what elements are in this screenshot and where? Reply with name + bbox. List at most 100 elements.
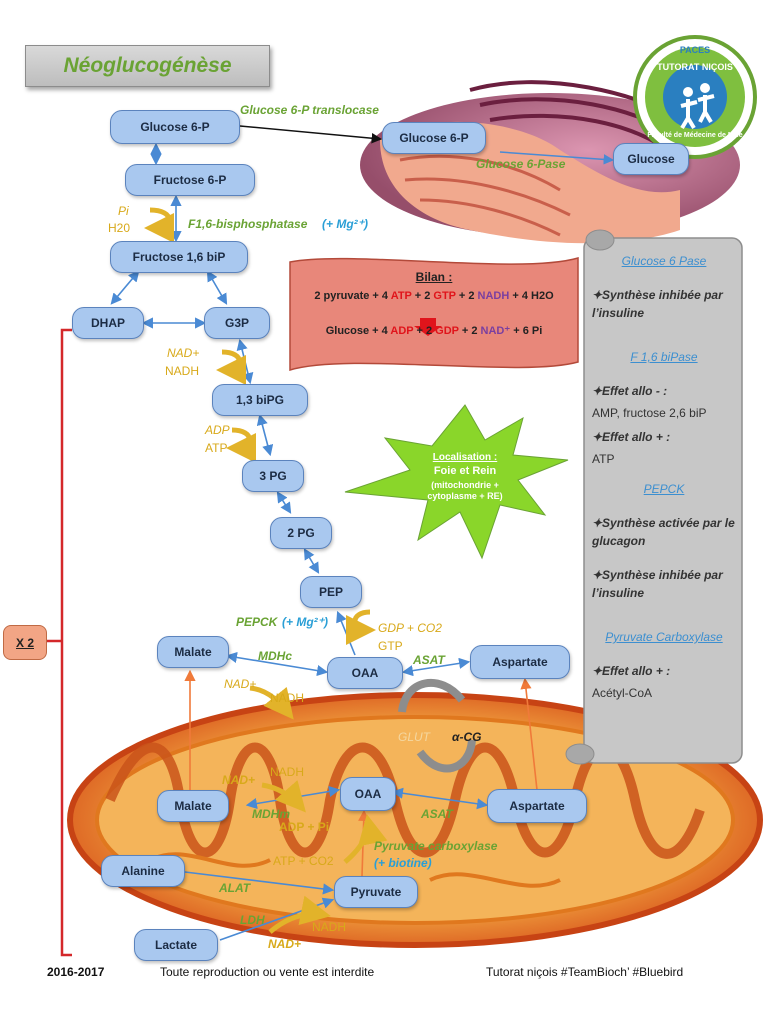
localisation-organs: Foie et Rein [433, 465, 497, 477]
label-glut: GLUT [398, 730, 431, 744]
regulation-effect: ✦Effet allo + : [592, 430, 671, 444]
x2-bracket [60, 328, 72, 957]
label-pyruvate-carboxylase: Pyruvate carboxylase [374, 839, 498, 853]
localisation-line2: (mitochondrie + [431, 480, 499, 490]
node-pyruvate: Pyruvate [334, 876, 418, 908]
label-atp-bpg: ATP [205, 441, 228, 455]
label-g6pase: Glucose 6-Pase [476, 157, 566, 171]
regulation-value: Acétyl-CoA [592, 686, 653, 700]
label-ldh: LDH [240, 913, 265, 927]
node-lactate: Lactate [134, 929, 218, 961]
node-dhap: DHAP [72, 307, 144, 339]
bilan-line2-term: + 2 [458, 325, 481, 337]
glut-antiporter [398, 679, 476, 773]
label-f16bpase-mg: (+ Mg²⁺) [322, 217, 368, 231]
label-h2o: H20 [108, 221, 131, 235]
label-pi: Pi [118, 204, 129, 218]
node-aspartate-cytosol: Aspartate [470, 645, 570, 679]
g6pase-arrow [499, 151, 615, 165]
regulation-effect: ✦Effet allo - : [592, 384, 668, 398]
label-gtp: GTP [378, 639, 403, 653]
localisation-title: Localisation : [432, 452, 498, 463]
footer-credit: Tutorat niçois #TeamBioch’ #Bluebird [486, 965, 684, 979]
localisation-star [344, 404, 569, 560]
bilan-line2-term: + 6 Pi [510, 325, 543, 337]
label-biotine: (+ biotine) [374, 856, 432, 870]
regulation-effect: ✦Synthèse inhibée par l’insuline [592, 568, 723, 600]
node-g3p: G3P [204, 307, 270, 339]
regulation-value: ATP [592, 452, 615, 466]
logo-name: TUTORAT NIÇOIS [657, 62, 733, 72]
bilan-line1-term: ATP [390, 290, 412, 302]
label-mdhc: MDHc [258, 649, 293, 663]
bilan-products: Glucose + 4 ADP + 2 GDP + 2 NAD⁺ + 6 Pi [293, 324, 575, 337]
label-asat-mito: ASAT [421, 807, 453, 821]
label-nadh-mdhm: NADH [270, 765, 305, 779]
label-g6p-translocase: Glucose 6-P translocase [240, 103, 379, 117]
label-alpha-cg: α-CG [452, 730, 482, 744]
label-pepck: PEPCK [236, 615, 278, 629]
node-glucose-6p: Glucose 6-P [110, 110, 240, 144]
node-glucose: Glucose [613, 143, 689, 175]
bilan-box: Bilan : 2 pyruvate + 4 ATP + 2 GTP + 2 N… [293, 270, 575, 337]
translocase-arrow [239, 125, 383, 144]
cofactor-arrows [144, 207, 388, 934]
node-malate-cytosol: Malate [157, 636, 229, 668]
localisation-text: Localisation : Foie et Rein (mitochondri… [410, 452, 520, 501]
regulation-effect: ✦Synthèse activée par le glucagon [592, 516, 735, 548]
regulation-value: AMP, fructose 2,6 biP [592, 406, 707, 420]
bilan-reactants: 2 pyruvate + 4 ATP + 2 GTP + 2 NADH + 4 … [293, 290, 575, 302]
node-malate-mito: Malate [157, 790, 229, 822]
bilan-line2-term: ADP [390, 325, 414, 337]
bilan-line1-term: + 4 H2O [509, 290, 554, 302]
label-nad-ldh: NAD+ [268, 937, 302, 951]
label-pepck-mg: (+ Mg²⁺) [282, 615, 328, 629]
label-nadh-ldh: NADH [312, 920, 347, 934]
localisation-line3: cytoplasme + RE) [427, 491, 503, 501]
regulation-effect: ✦Effet allo + : [592, 664, 671, 678]
bilan-title: Bilan : [415, 270, 453, 284]
bilan-line2-term: + 2 [413, 325, 436, 337]
enzyme-heading: Pyruvate Carboxylase [605, 630, 723, 644]
label-atp-co2: ATP + CO2 [273, 854, 334, 868]
node-13-bipg: 1,3 biPG [212, 384, 308, 416]
label-mdhm: MDHm [252, 807, 290, 821]
footer-year: 2016-2017 [47, 965, 105, 979]
node-oaa-mito: OAA [340, 777, 396, 811]
bilan-line1-term: 2 pyruvate + 4 [314, 290, 391, 302]
enzyme-heading: Glucose 6 Pase [621, 254, 707, 268]
node-alanine: Alanine [101, 855, 185, 887]
tutorat-logo [633, 35, 757, 159]
bilan-line2-term: Glucose + 4 [325, 325, 391, 337]
label-adp-pi: ADP + Pi [279, 820, 330, 834]
label-adp-bpg: ADP [205, 423, 230, 437]
logo-ring: Faculté de Médecine de Nice [647, 132, 743, 139]
node-glucose-6p-er: Glucose 6-P [382, 122, 486, 154]
label-nadh-g3p: NADH [165, 364, 200, 378]
bilan-line2-term: NAD⁺ [480, 325, 511, 337]
node-pep: PEP [300, 576, 362, 608]
logo-top: PACES [679, 45, 711, 55]
label-f16bpase: F1,6-bisphosphatase [188, 217, 308, 231]
bilan-down-arrow [414, 318, 442, 336]
node-2pg: 2 PG [270, 517, 332, 549]
node-fructose-6p: Fructose 6-P [125, 164, 255, 196]
label-nad-mdhc: NAD+ [224, 677, 257, 691]
node-fructose-16-bip: Fructose 1,6 biP [110, 241, 248, 273]
node-3pg: 3 PG [242, 460, 304, 492]
bilan-line1-term: + 2 [411, 290, 434, 302]
label-nad-g3p: NAD+ [167, 346, 200, 360]
bilan-line1-term: NADH [477, 290, 510, 302]
node-oaa-cytosol: OAA [327, 657, 403, 689]
footer-notice: Toute reproduction ou vente est interdit… [160, 965, 375, 979]
bilan-line1-term: GTP [433, 290, 456, 302]
label-gdp-co2: GDP + CO2 [378, 621, 442, 635]
label-asat-cytosol: ASAT [413, 653, 445, 667]
label-nad-mdhm: NAD+ [222, 773, 256, 787]
regulation-effect: ✦Synthèse inhibée par l’insuline [592, 288, 723, 320]
bilan-background [289, 256, 579, 372]
enzyme-regulation-list: Glucose 6 Pase ✦Synthèse inhibée par l’in… [592, 252, 736, 702]
page-title: Néoglucogénèse [25, 45, 270, 87]
enzyme-heading: PEPCK [643, 482, 685, 496]
